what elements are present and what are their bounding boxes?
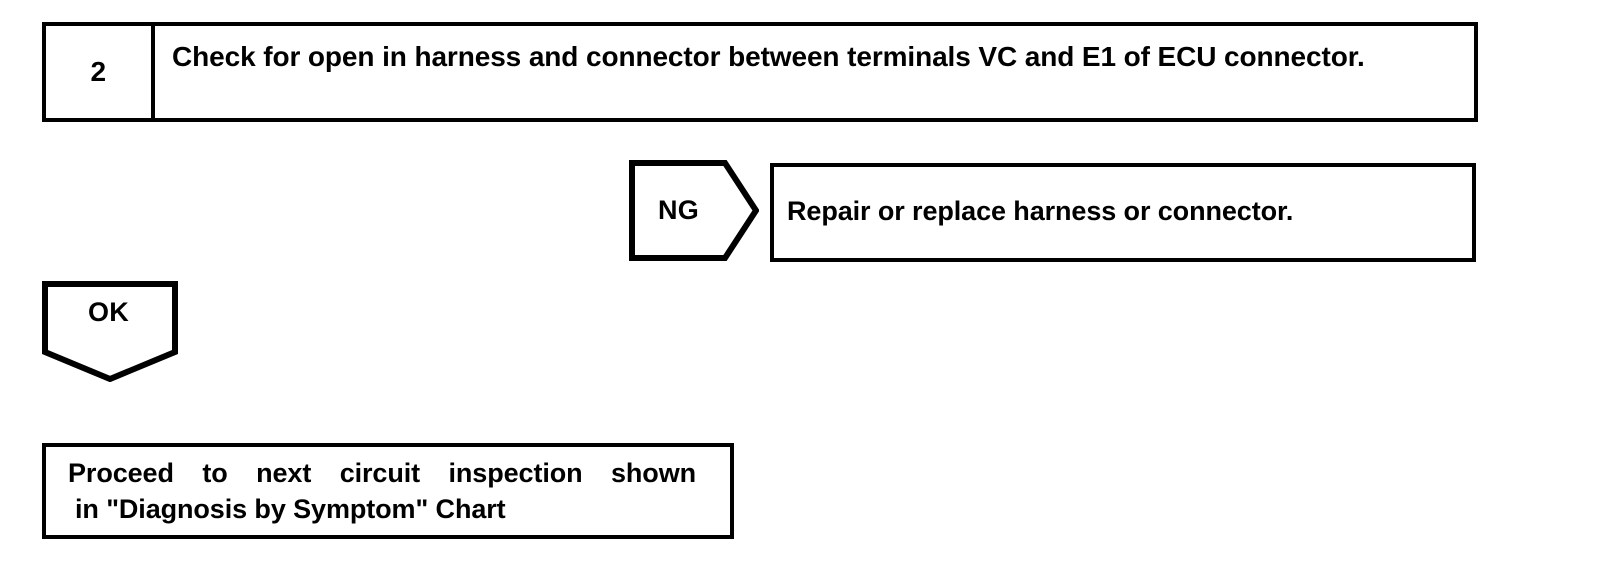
step-instruction: Check for open in harness and connector … [172, 41, 1365, 72]
step-number: 2 [90, 56, 107, 87]
ok-branch-label: OK [88, 297, 130, 327]
pentagon-down-icon [42, 281, 178, 382]
ok-proceed-text-line2: in "Diagnosis by Symptom" Chart [75, 494, 506, 524]
ok-proceed-text-line1: Proceed to next circuit inspection shown [68, 458, 696, 488]
ng-action-text: Repair or replace harness or connector. [787, 196, 1294, 226]
step-number-cell: 2 [46, 26, 155, 118]
ng-branch-flag: NG [629, 160, 759, 261]
ng-branch-label: NG [658, 195, 700, 225]
pentagon-right-icon [629, 160, 759, 261]
ng-action-box: Repair or replace harness or connector. [770, 163, 1476, 262]
ok-branch-flag: OK [42, 281, 178, 382]
step-box: 2 Check for open in harness and connecto… [42, 22, 1478, 122]
ok-proceed-box: Proceed to next circuit inspection shown… [42, 443, 734, 539]
